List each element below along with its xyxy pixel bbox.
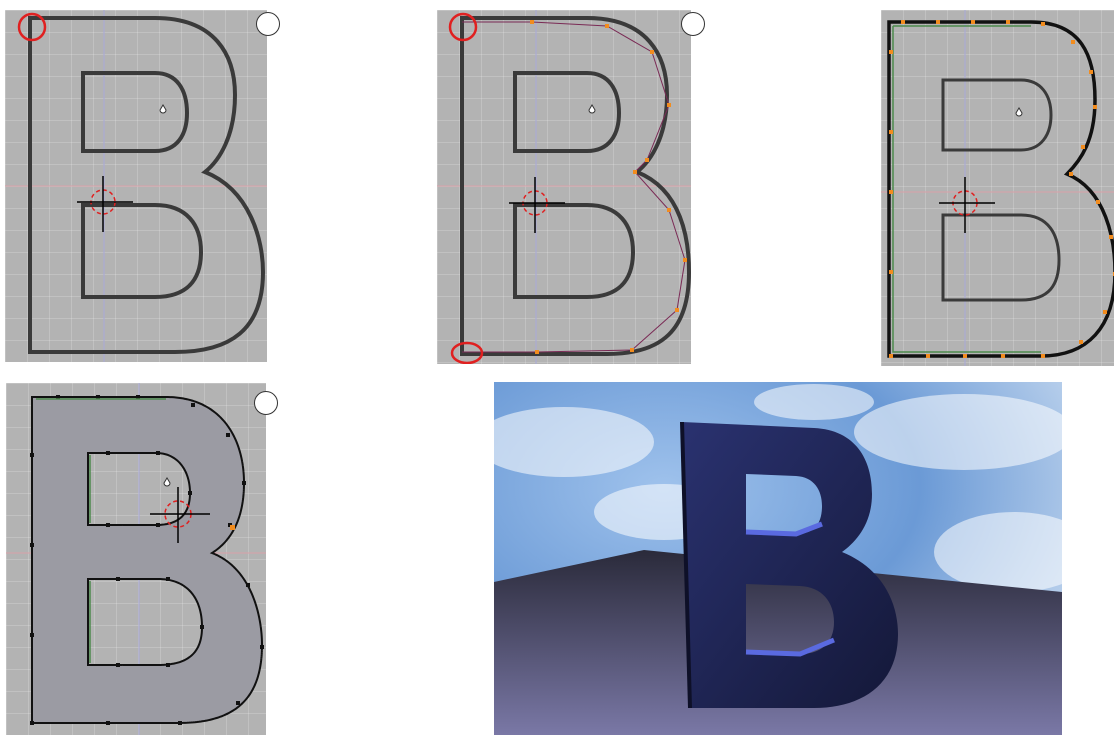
filled-curve-canvas bbox=[6, 383, 266, 735]
refined-points-canvas bbox=[881, 10, 1114, 366]
3d-cursor-icon bbox=[939, 177, 995, 233]
green-edge-highlight bbox=[893, 26, 1041, 352]
letter-b-outline bbox=[30, 18, 263, 352]
light-lamp-icon bbox=[1016, 108, 1022, 116]
selected-control-point bbox=[230, 525, 235, 530]
render-canvas bbox=[494, 382, 1062, 735]
render-preview bbox=[494, 382, 1062, 735]
rotate-widget-icon[interactable] bbox=[254, 391, 278, 415]
letter-b-fill bbox=[32, 397, 262, 723]
rotate-widget-icon[interactable] bbox=[256, 12, 280, 36]
control-points-canvas bbox=[437, 10, 691, 364]
viewport-panel-filled-curve[interactable] bbox=[6, 383, 266, 735]
rotate-widget-icon[interactable] bbox=[681, 12, 705, 36]
light-lamp-icon bbox=[160, 105, 166, 113]
viewport-panel-refined-points[interactable] bbox=[881, 10, 1114, 366]
outline-canvas bbox=[5, 10, 267, 362]
light-lamp-icon bbox=[164, 478, 170, 486]
letter-b-edge bbox=[889, 22, 1114, 356]
viewport-panel-outline[interactable] bbox=[5, 10, 267, 362]
light-lamp-icon bbox=[589, 105, 595, 113]
viewport-panel-control-points[interactable] bbox=[437, 10, 691, 364]
control-point-markers bbox=[889, 20, 1114, 358]
letter-b-outline bbox=[943, 80, 1059, 300]
